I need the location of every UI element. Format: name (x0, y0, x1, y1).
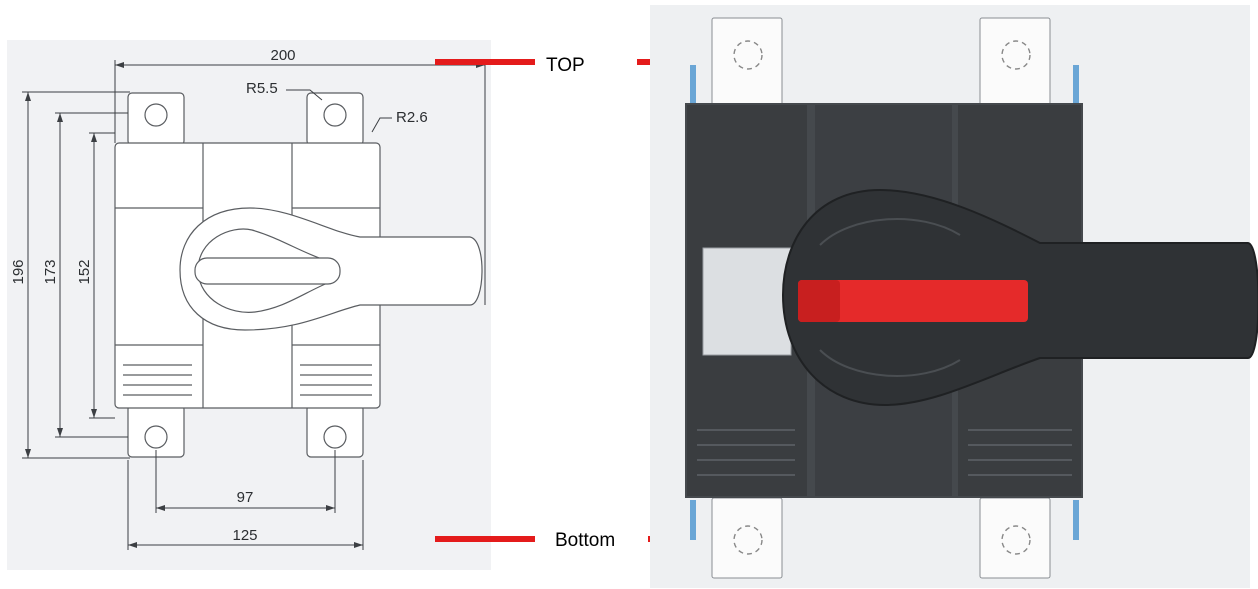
dim-height-body: 152 (76, 259, 93, 284)
technical-drawing: 200 R5.5 R2.6 97 125 196 173 152 (7, 40, 491, 570)
bottom-marker-left (435, 536, 535, 542)
dimension-lines (22, 60, 486, 550)
dimension-arrows (25, 62, 485, 548)
dim-height-total: 196 (10, 259, 27, 284)
product-render (650, 5, 1258, 588)
drawing-outline (114, 92, 483, 458)
terminal-clips (690, 65, 1079, 540)
top-label: TOP (546, 55, 585, 76)
bottom-label: Bottom (555, 530, 615, 551)
mounting-hole (323, 103, 347, 127)
dim-radius-corner: R2.6 (396, 109, 428, 126)
dim-hole-pitch: 97 (237, 489, 254, 506)
terminal-plates (711, 17, 1051, 579)
handle-red-indicator (798, 280, 1028, 322)
dim-radius-hole: R5.5 (246, 80, 278, 97)
dim-height-mounting: 173 (42, 259, 59, 284)
dim-width-total: 200 (270, 47, 295, 64)
mounting-hole (144, 103, 168, 127)
dim-base-width: 125 (232, 527, 257, 544)
rotary-handle (781, 188, 1258, 407)
mounting-hole (323, 425, 347, 449)
mounting-hole (144, 425, 168, 449)
top-marker-left (435, 59, 535, 65)
